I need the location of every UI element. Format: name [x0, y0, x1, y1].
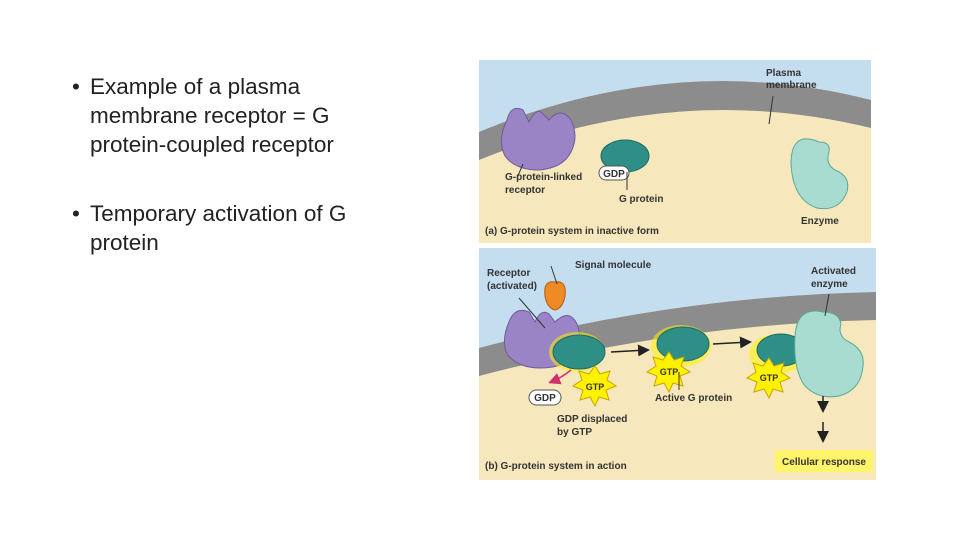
activated-receptor-leader: [518, 297, 546, 329]
bullet-item-temporary-activation: • Temporary activation of G protein: [72, 199, 392, 257]
g-protein-diagram: GDP Plasma membrane G-protein-linked rec…: [479, 60, 876, 480]
panel-b-extracellular: [479, 248, 876, 348]
plasma-membrane-label-line2: membrane: [766, 80, 817, 91]
enzyme-inactive: [790, 138, 849, 210]
signal-molecule: [544, 281, 566, 311]
gdp-label: GDP: [603, 169, 625, 180]
g-protein-label: G protein: [619, 194, 663, 205]
activated-enzyme-label-line2: enzyme: [811, 279, 848, 290]
enzyme-label: Enzyme: [801, 216, 839, 227]
gdp-release-arrow: [548, 369, 572, 385]
bullet-list: • Example of a plasma membrane receptor …: [72, 72, 392, 257]
activated-enzyme: [794, 310, 864, 398]
bullet-marker: •: [72, 74, 80, 99]
signal-molecule-label: Signal molecule: [575, 260, 652, 271]
panel-a-caption: (a) G-protein system in inactive form: [485, 226, 659, 237]
panel-a-extracellular: [479, 60, 871, 132]
cellular-response-label: Cellular response: [782, 457, 866, 468]
gdp-displaced-label-line2: by GTP: [557, 427, 592, 438]
g-protein-at-receptor: [552, 334, 606, 370]
transition-arrow-1: [610, 344, 650, 357]
receptor-label-line2: receptor: [505, 185, 545, 196]
receptor-activated-label-line1: Receptor: [487, 268, 530, 279]
transition-arrow-2: [712, 336, 752, 349]
gdp-tag-released: [528, 389, 562, 406]
bullet-text: Temporary activation of G protein: [90, 201, 347, 255]
receptor-leader: [516, 163, 524, 179]
g-protein-linked-receptor: [501, 107, 576, 171]
gtp-label-incoming: GTP: [586, 382, 605, 392]
plasma-membrane-leader: [768, 95, 774, 125]
receptor-label-line1: G-protein-linked: [505, 172, 582, 183]
gtp-label-bound: GTP: [760, 373, 779, 383]
cellular-response-box: [775, 450, 873, 472]
plasma-membrane-label-line1: Plasma: [766, 68, 801, 79]
activated-enzyme-label-line1: Activated: [811, 266, 856, 277]
gdp-tag: [598, 165, 630, 181]
active-g-protein: [656, 326, 710, 362]
bullet-item-gpcr-example: • Example of a plasma membrane receptor …: [72, 72, 392, 159]
signal-molecule-leader: [550, 265, 558, 285]
gtp-burst-bound: [745, 357, 792, 400]
bullet-text: Example of a plasma membrane receptor = …: [90, 74, 334, 157]
gdp-displaced-label-line1: GDP displaced: [557, 414, 627, 425]
g-protein-figure: GDP Plasma membrane G-protein-linked rec…: [479, 60, 876, 480]
bullet-marker: •: [72, 201, 80, 226]
plasma-membrane: [479, 81, 871, 160]
panel-b-caption: (b) G-protein system in action: [485, 461, 627, 472]
gtp-burst-incoming: [571, 365, 618, 408]
activated-enzyme-leader: [824, 293, 830, 317]
gdp-label-released: GDP: [534, 393, 556, 404]
panel-b: GTP GDP GTP GTP Cellular response: [479, 248, 876, 480]
active-g-protein-label: Active G protein: [655, 393, 732, 404]
receptor-activated-label-line2: (activated): [487, 281, 537, 292]
gtp-label-active: GTP: [660, 367, 679, 377]
panel-a: GDP Plasma membrane G-protein-linked rec…: [479, 60, 871, 243]
